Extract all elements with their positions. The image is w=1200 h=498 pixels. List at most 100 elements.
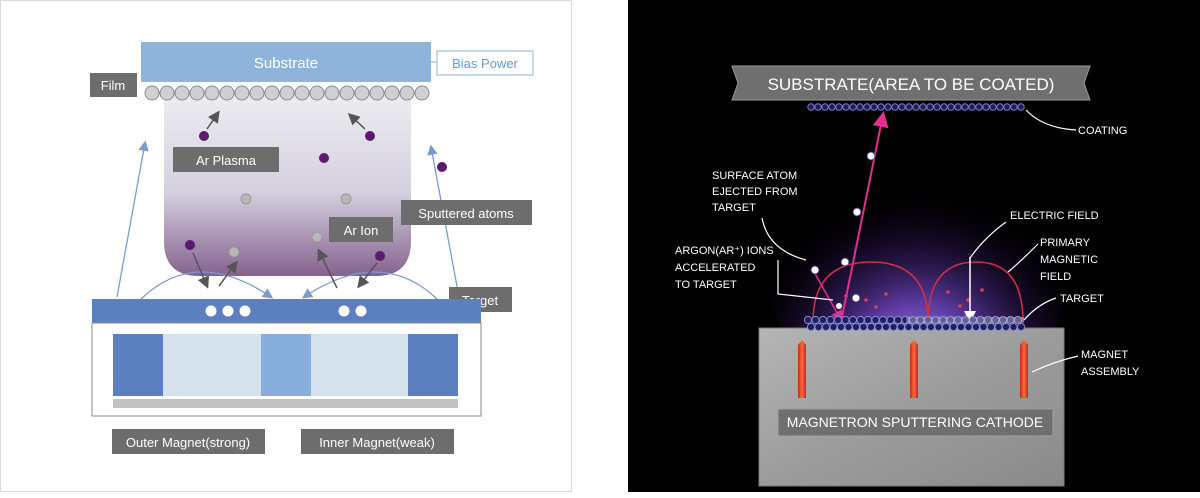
motion-arrow — [218, 260, 238, 287]
target-atom — [806, 322, 816, 332]
target-atom — [886, 315, 895, 325]
film-atom — [339, 85, 355, 101]
magnet-assembly-line1: MAGNET — [1081, 349, 1128, 361]
coating-pointer — [1025, 109, 1077, 131]
target-atom — [826, 315, 835, 325]
target-atom — [889, 322, 898, 332]
coating-atom — [989, 103, 997, 111]
target-atom — [844, 322, 853, 332]
field-arc-right — [301, 271, 438, 300]
target-atom — [979, 322, 988, 332]
target-atom — [994, 322, 1003, 332]
target-atom — [911, 322, 921, 332]
coating-atom — [898, 103, 906, 111]
film-atom — [399, 85, 415, 101]
ar-ion-label: Ar Ion — [344, 223, 379, 238]
target-atom — [829, 322, 838, 332]
coating-atom — [828, 103, 836, 111]
film-atom — [219, 85, 235, 101]
ar-particle — [199, 131, 209, 141]
coating-atom — [982, 103, 990, 111]
coating-atom — [975, 103, 983, 111]
primary-line1: PRIMARY — [1040, 237, 1091, 249]
ion-dot — [958, 304, 962, 308]
film-tag — [90, 73, 137, 97]
film-atom — [264, 85, 280, 101]
film-atom — [324, 85, 340, 101]
film-atoms — [144, 85, 430, 101]
film-label: Film — [101, 78, 126, 93]
motion-arrow — [206, 110, 220, 130]
target-dot — [239, 305, 251, 317]
bias-power-box — [436, 50, 534, 76]
argon-line1: ARGON(AR⁺) IONS — [675, 245, 774, 257]
sputtered-atom — [340, 193, 352, 205]
target-plate — [92, 299, 481, 323]
coating-atom — [863, 103, 871, 111]
substrate-banner-label: SUBSTRATE(AREA TO BE COATED) — [768, 75, 1055, 94]
outer-magnet-label: Outer Magnet(strong) — [126, 435, 250, 450]
coating-atom — [947, 103, 955, 111]
target-dot — [355, 305, 367, 317]
left-diagram-svg: Substrate Bias Power Film Ar Plasma Sput… — [90, 42, 534, 454]
argon-line3: TO TARGET — [675, 279, 737, 291]
target-atom — [956, 322, 966, 332]
ion-dot — [864, 298, 868, 302]
target-atom — [964, 322, 973, 332]
film-atom — [234, 85, 250, 101]
outer-magnet-tag — [112, 429, 265, 454]
ejected-atom — [836, 303, 842, 309]
coating-atom — [996, 103, 1004, 111]
right-diagram: SUBSTRATE(AREA TO BE COATED) COATING ELE… — [628, 0, 1200, 492]
coating-atom — [856, 103, 864, 111]
surface-atom-line1: SURFACE ATOM — [712, 170, 797, 182]
ion-path — [812, 269, 843, 323]
surface-atom-pointer — [761, 217, 807, 261]
film-atom — [354, 85, 370, 101]
target-atom — [836, 322, 846, 332]
primary-line3: FIELD — [1040, 271, 1071, 283]
sputtered-atoms-tag — [401, 200, 532, 225]
coating-atom — [807, 103, 815, 111]
magnet-right — [1020, 340, 1028, 398]
film-atom — [279, 85, 295, 101]
ion-dot — [946, 290, 950, 294]
substrate-banner — [731, 65, 1091, 101]
surface-atom-line2: EJECTED FROM — [712, 186, 798, 198]
target-atom — [1001, 322, 1011, 332]
ejected-atom — [852, 207, 862, 217]
coating-atom — [968, 103, 976, 111]
magnetic-arc-left — [812, 261, 929, 323]
inner-magnet-label: Inner Magnet(weak) — [319, 435, 435, 450]
target-atom — [866, 322, 876, 332]
target-atom — [874, 322, 883, 332]
film-atom — [144, 85, 160, 101]
sputtered-atoms-label: Sputtered atoms — [418, 206, 514, 221]
target-atom — [833, 315, 843, 325]
substrate-label: Substrate — [254, 55, 318, 72]
target-dot — [205, 305, 217, 317]
coating-atom — [1003, 103, 1011, 111]
target-atom — [814, 322, 823, 332]
motion-arrow — [357, 262, 378, 289]
left-field-arrow — [116, 140, 149, 298]
film-atom — [159, 85, 175, 101]
magnetic-arc-right — [927, 261, 1024, 323]
argon-ion — [810, 265, 820, 275]
ion-dot — [874, 305, 878, 309]
ejected-atom-path — [840, 111, 889, 323]
left-diagram: Substrate Bias Power Film Ar Plasma Sput… — [0, 0, 572, 492]
primary-pointer — [1007, 243, 1039, 273]
coating-atom — [1017, 103, 1025, 111]
target-atom — [878, 315, 888, 325]
ar-plasma-label: Ar Plasma — [196, 153, 257, 168]
target-erosion — [906, 317, 1024, 323]
target-atom — [971, 322, 981, 332]
target-dot — [338, 305, 350, 317]
target-label-right: TARGET — [1060, 293, 1104, 305]
coating-atom — [1010, 103, 1018, 111]
bias-power-label: Bias Power — [452, 56, 518, 71]
target-atom — [949, 322, 958, 332]
target-atom — [941, 322, 951, 332]
plasma-region — [164, 89, 411, 276]
